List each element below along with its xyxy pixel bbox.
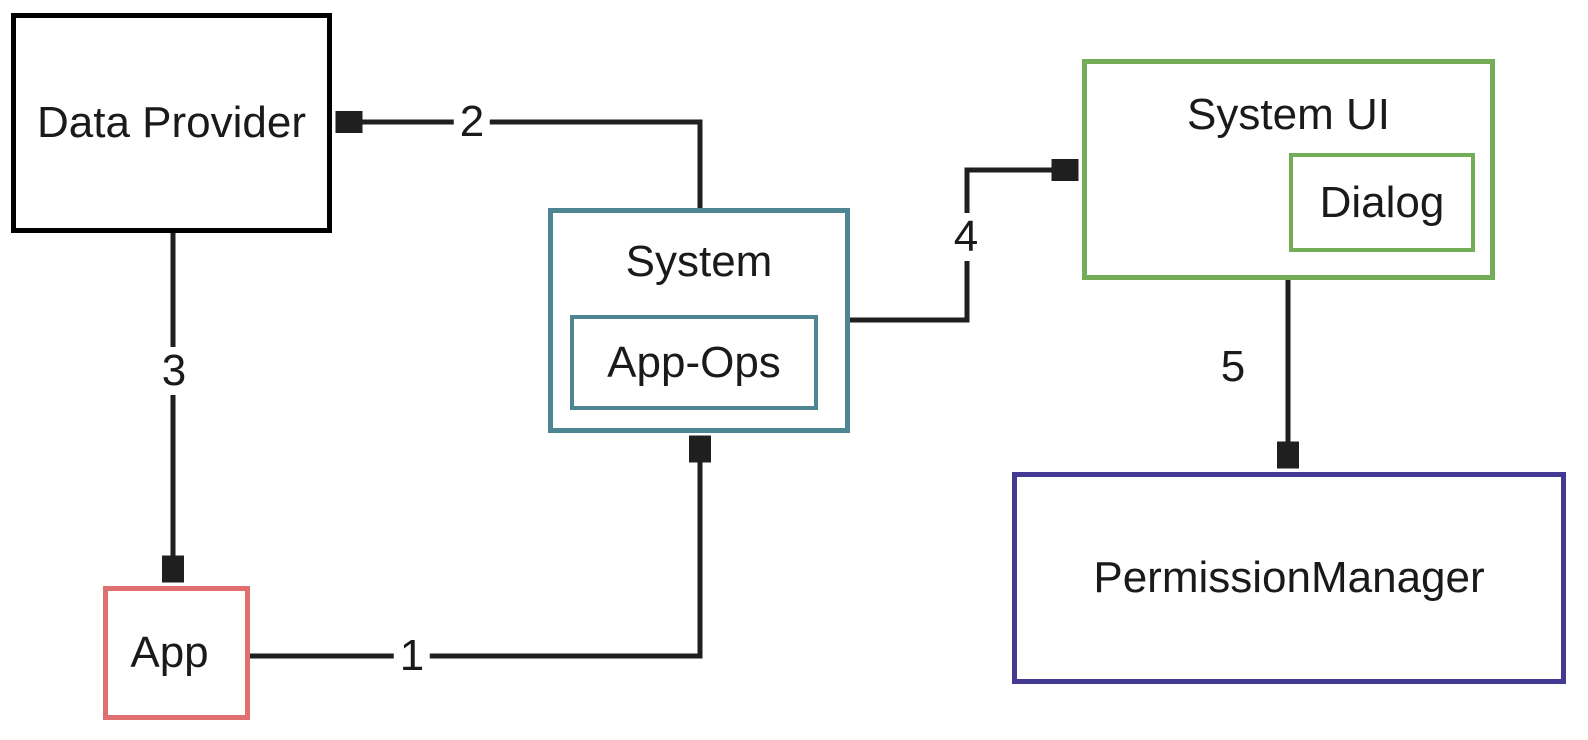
- edge-label-3: 3: [155, 347, 193, 395]
- edge-label-1: 1: [393, 632, 431, 680]
- node-app-ops: App-Ops: [570, 315, 818, 410]
- node-system-ui-label: System UI: [1187, 90, 1390, 139]
- node-system: System App-Ops: [548, 208, 850, 433]
- edge-label-4: 4: [947, 213, 985, 261]
- node-dialog-label: Dialog: [1319, 177, 1445, 227]
- node-data-provider-label: Data Provider: [36, 98, 306, 147]
- node-app-ops-label: App-Ops: [607, 337, 781, 387]
- node-app: App: [103, 586, 250, 720]
- arrow-2-system-to-data-provider: [337, 122, 703, 208]
- edge-label-2: 2: [453, 98, 491, 146]
- node-permission-manager-label: PermissionManager: [1093, 553, 1485, 602]
- node-system-label: System: [625, 237, 773, 286]
- node-app-label: App: [130, 628, 209, 677]
- node-data-provider: Data Provider: [11, 13, 332, 233]
- edge-label-5: 5: [1214, 343, 1252, 391]
- node-dialog: Dialog: [1289, 153, 1475, 252]
- arrow-1-app-to-system: [250, 437, 700, 659]
- node-permission-manager: PermissionManager: [1012, 472, 1566, 684]
- node-system-ui: System UI Dialog: [1082, 59, 1495, 280]
